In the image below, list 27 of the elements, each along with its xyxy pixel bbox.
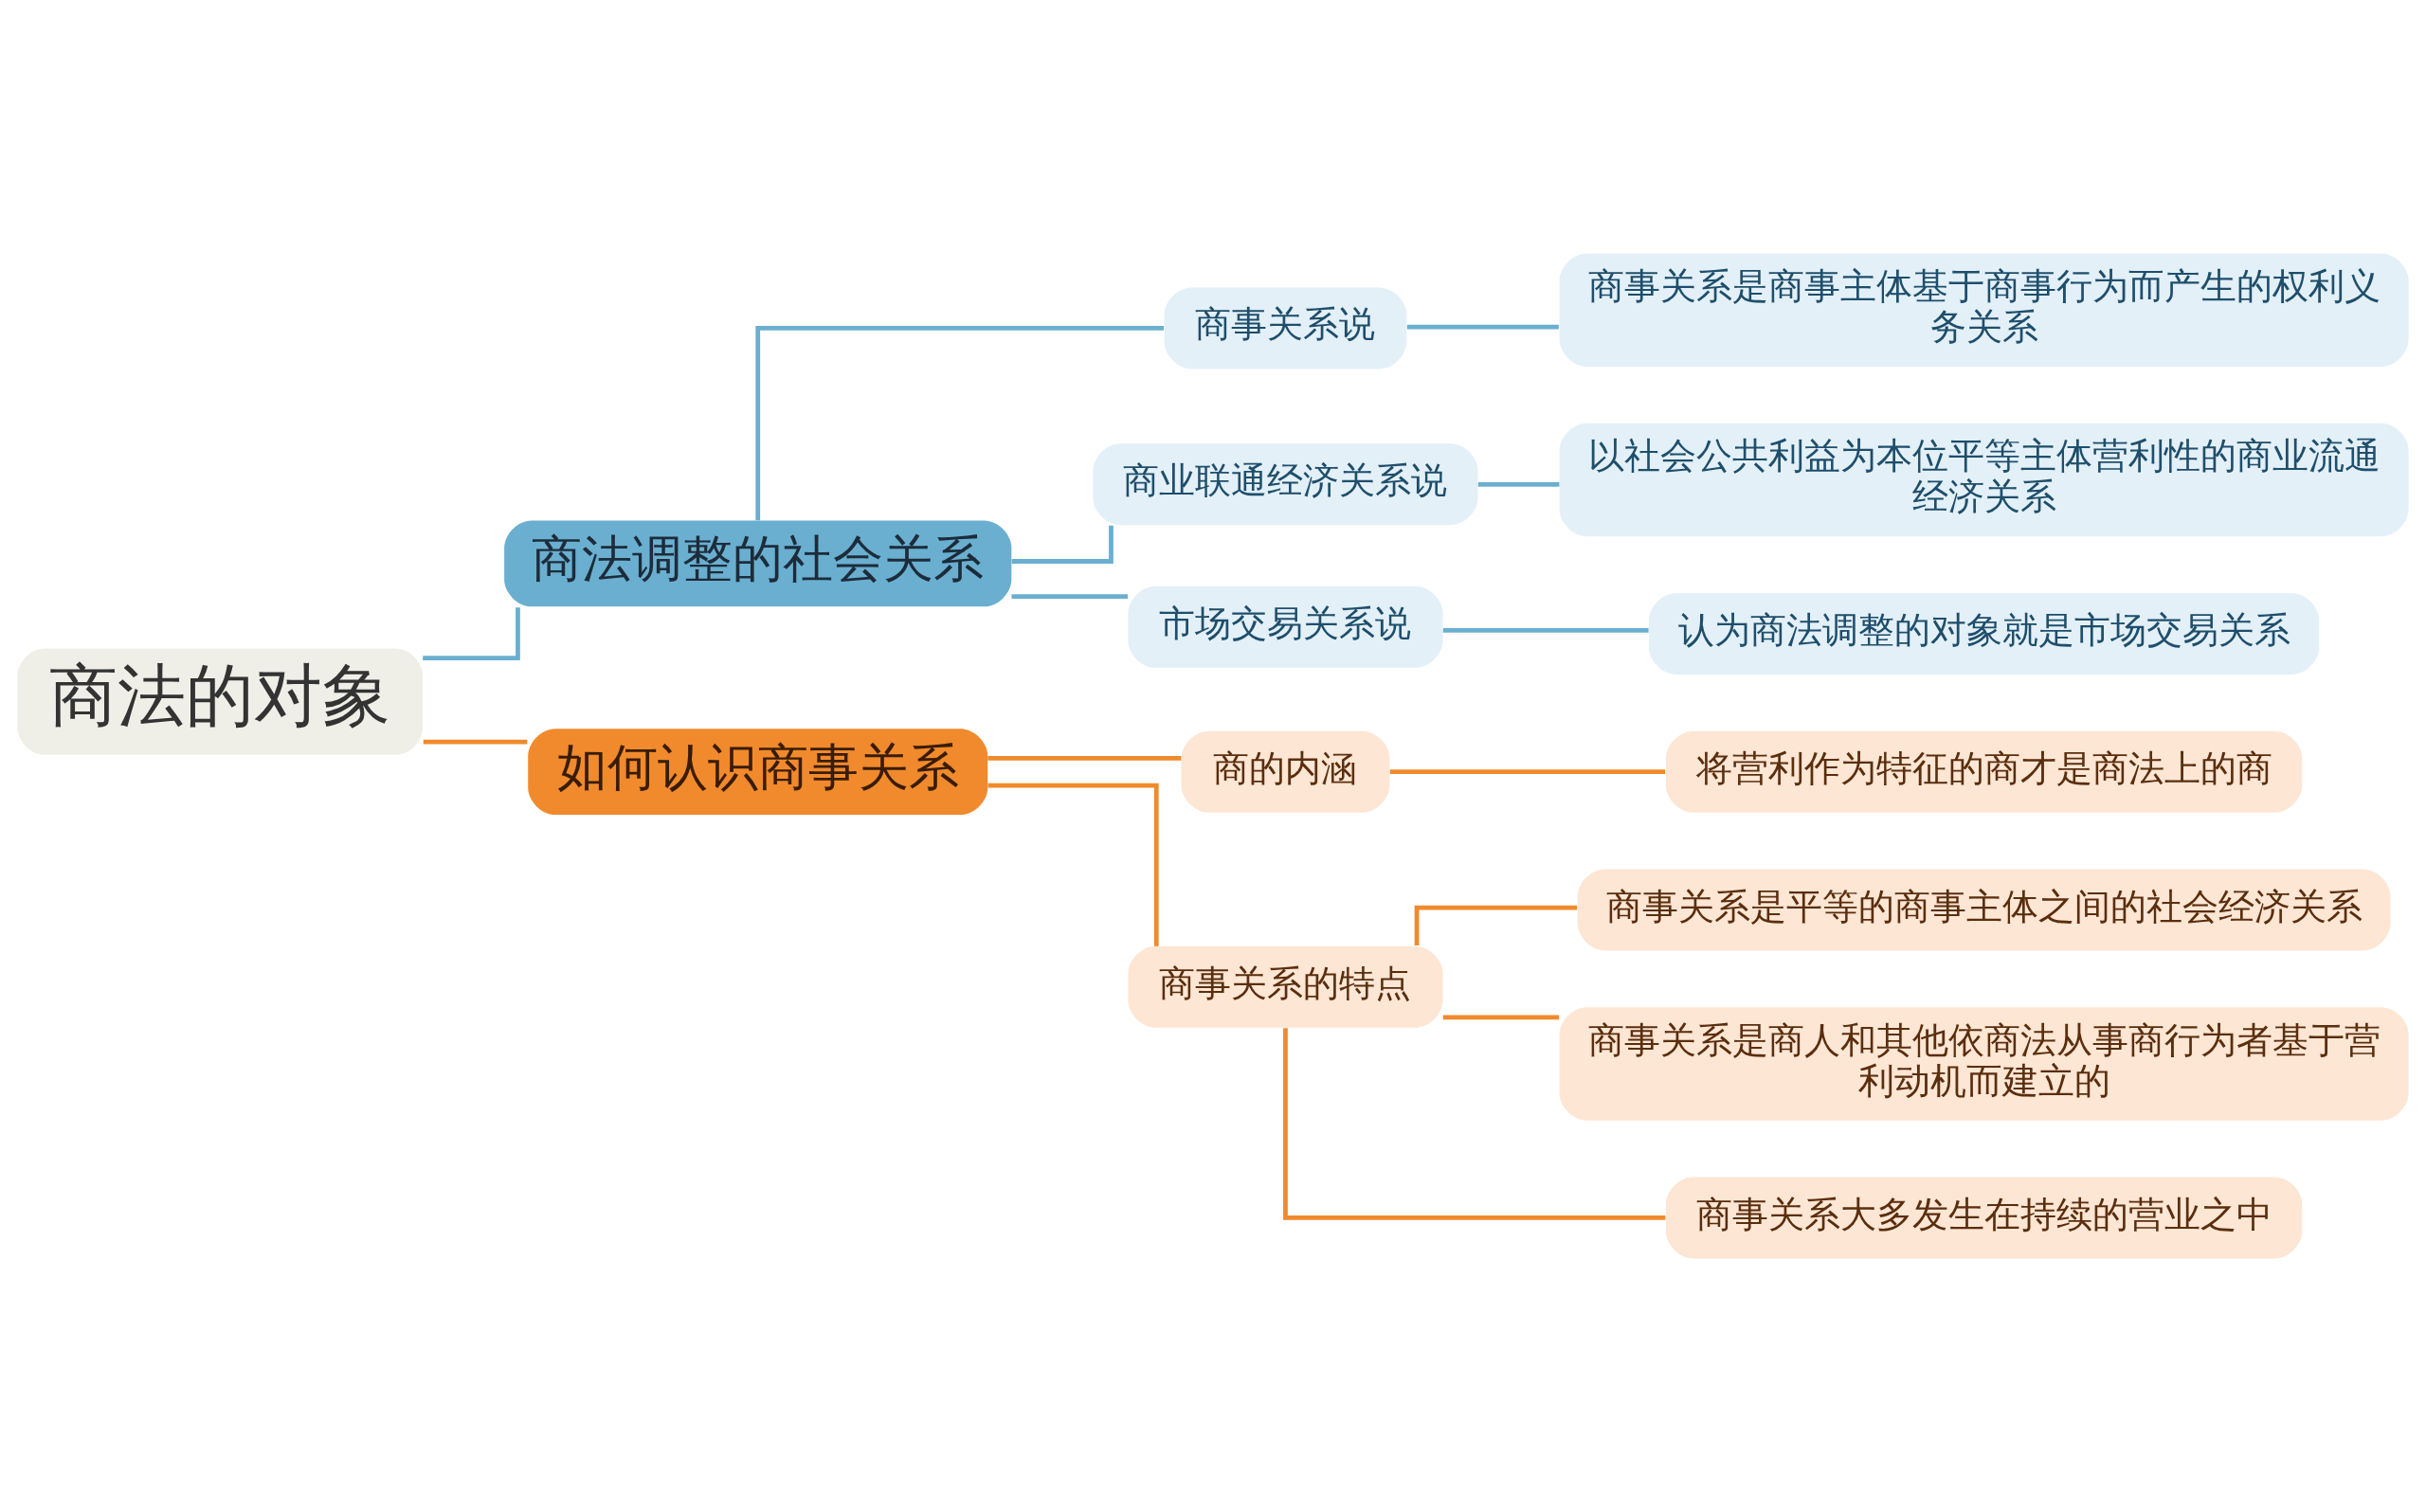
node-box: 市场交易关系说 [1128,585,1443,668]
node-box: 如何认识商事关系 [528,729,988,816]
node-box: 商事关系大多发生在持续的营业之中 [1665,1177,2303,1259]
connector [755,326,1165,521]
node-box: 商事关系说 [1164,287,1407,369]
connector [1283,1028,1666,1220]
node-box: 商法的对象 [17,648,424,755]
connector [1389,769,1666,775]
node-box: 以社会公共利益为本位平等主体营利性的商业流通经济关系 [1559,423,2409,537]
node-box: 商事关系是平等的商事主体之间的社会经济关系 [1577,869,2391,951]
connector [987,756,1182,761]
node-box: 商事关系是商事主体基于商事行为而产生的权利义务关系 [1559,253,2409,368]
node-box: 商法调整的社会关系 [504,520,1012,607]
node-box: 商事关系的特点 [1128,945,1443,1028]
node-box: 认为商法调整的对象就是市场交易关系 [1648,592,2320,675]
connector [1442,628,1649,633]
connector [1406,324,1559,330]
node-box: 商的内涵 [1181,730,1390,813]
connector [1442,1015,1560,1020]
node-box: 商事关系是商人和其他依商法从事商行为者基于营利动机而建立的 [1559,1007,2409,1121]
connector [987,783,1159,946]
node-box: 将营利作为特征的商才是商法上的商 [1665,730,2303,813]
connector [1011,594,1129,599]
connector [423,739,528,745]
connector [1477,481,1560,487]
connector [423,607,520,661]
node-box: 商业联通经济关系说 [1093,443,1478,526]
